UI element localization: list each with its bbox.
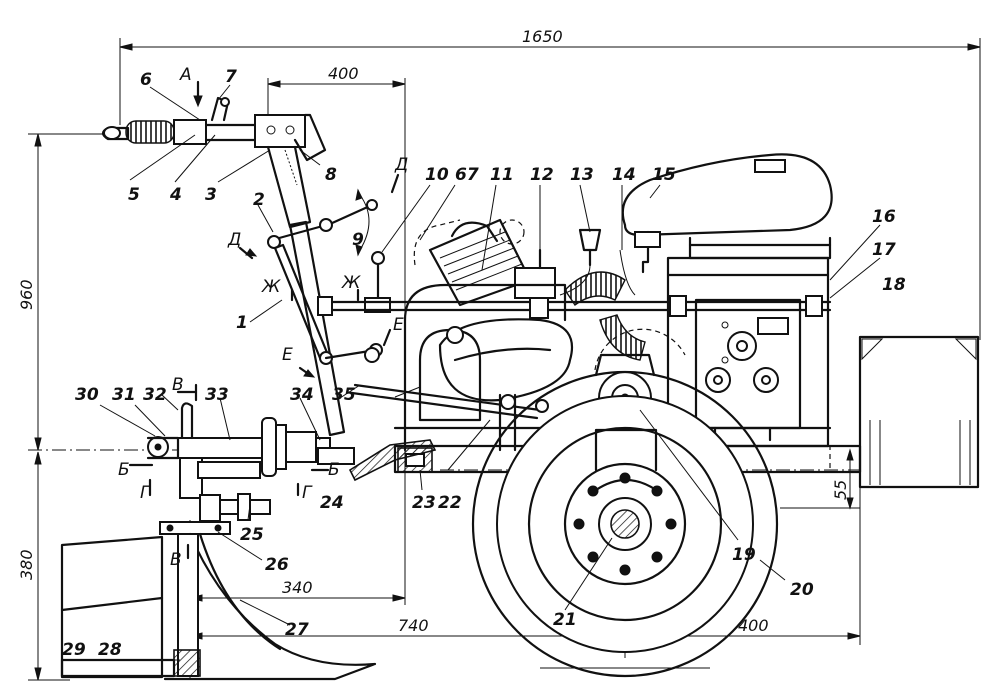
- part-label-28: 28: [98, 640, 122, 660]
- part-label-3: 3: [205, 185, 217, 205]
- part-label-22: 22: [438, 493, 462, 513]
- section-b-right: Б: [328, 460, 340, 480]
- part-label-27: 27: [285, 620, 309, 640]
- part-label-7: 7: [225, 67, 237, 87]
- section-g-right: Г: [302, 483, 313, 503]
- section-b-left: Б: [118, 460, 130, 480]
- dim-380: 380: [17, 549, 36, 580]
- part-label-15: 15: [652, 165, 676, 185]
- section-e-right: Е: [393, 315, 404, 335]
- part-label-32: 32: [143, 385, 167, 405]
- part-label-5: 5: [128, 185, 140, 205]
- leader-lines: [99, 84, 881, 661]
- part-label-10: 10: [425, 165, 449, 185]
- fuel-tank: [621, 153, 833, 274]
- section-v-upper: В: [172, 375, 184, 395]
- part-label-11: 11: [490, 165, 514, 185]
- section-d-left: Д: [227, 230, 241, 250]
- wheel: [471, 370, 779, 678]
- part-label-24: 24: [320, 493, 344, 513]
- part-label-13: 13: [570, 165, 594, 185]
- part-label-4: 4: [169, 185, 182, 205]
- part-label-35: 35: [332, 385, 356, 405]
- part-label-30: 30: [75, 385, 99, 405]
- section-marks: [128, 80, 400, 560]
- part-label-2: 2: [253, 190, 265, 210]
- section-zh-right: Ж: [341, 273, 361, 293]
- part-label-29: 29: [62, 640, 86, 660]
- dim-400-lower: 400: [738, 616, 769, 635]
- section-a: А: [179, 65, 192, 85]
- part-label-12: 12: [530, 165, 554, 185]
- part-labels: 1 2 3 4 5 6 7 8 9 10 67 11 12 13 14 15 1…: [62, 67, 906, 660]
- dim-340: 340: [282, 578, 313, 597]
- dimension-labels: 1650 400 960 380 340 740 400 55: [17, 27, 850, 635]
- part-label-20: 20: [790, 580, 814, 600]
- part-label-16: 16: [872, 207, 896, 227]
- part-label-21: 21: [553, 610, 577, 630]
- section-d-right: Д: [394, 155, 408, 175]
- plow-assembly: [60, 402, 377, 681]
- section-v-lower: В: [170, 550, 182, 570]
- part-label-23: 23: [412, 493, 436, 513]
- section-zh-left: Ж: [261, 277, 281, 297]
- dim-960: 960: [17, 279, 36, 310]
- part-label-67: 67: [455, 165, 479, 185]
- section-g-left: Г: [140, 483, 151, 503]
- part-label-8: 8: [325, 165, 337, 185]
- frame: [666, 256, 830, 448]
- dim-1650: 1650: [522, 27, 563, 46]
- part-label-9: 9: [352, 230, 364, 250]
- dim-400-upper: 400: [328, 64, 359, 83]
- part-label-34: 34: [290, 385, 314, 405]
- tie-rod: [350, 347, 549, 452]
- section-letters: А В В Б Б Г Г Д Д Е Е Ж Ж: [118, 65, 408, 570]
- part-label-6: 6: [140, 70, 152, 90]
- part-label-33: 33: [205, 385, 229, 405]
- part-label-14: 14: [612, 165, 636, 185]
- part-label-26: 26: [265, 555, 289, 575]
- part-label-1: 1: [236, 313, 248, 333]
- part-label-19: 19: [732, 545, 756, 565]
- part-label-25: 25: [240, 525, 264, 545]
- part-label-17: 17: [872, 240, 896, 260]
- rear-block: [858, 335, 980, 489]
- dim-55: 55: [831, 480, 850, 500]
- part-label-31: 31: [112, 385, 136, 405]
- section-e-left: Е: [282, 345, 293, 365]
- part-label-18: 18: [882, 275, 906, 295]
- dim-740: 740: [398, 616, 429, 635]
